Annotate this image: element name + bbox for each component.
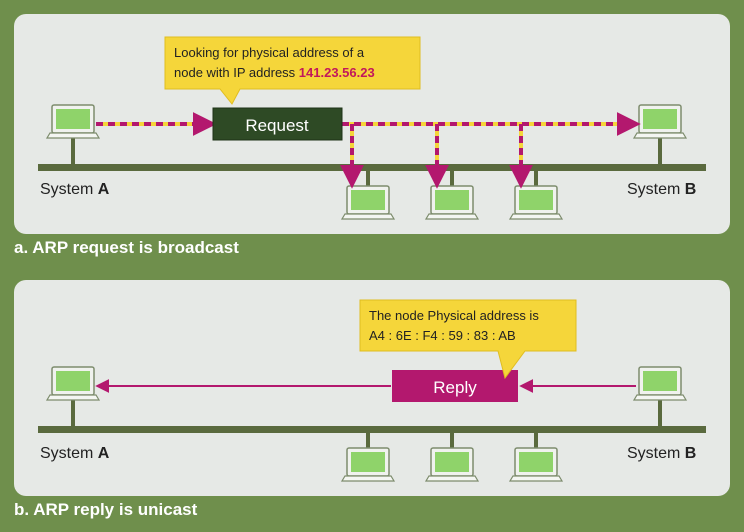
svg-text:A4 : 6E : F4 : 59 : 83 : AB: A4 : 6E : F4 : 59 : 83 : AB (369, 328, 516, 343)
callout-line-1: Looking for physical address of a (174, 45, 365, 60)
system-b-letter: B (685, 445, 697, 462)
panel-b-network: Reply The node Physical address is A4 : … (38, 299, 706, 482)
reply-callout: The node Physical address is A4 : 6E : F… (359, 299, 577, 380)
system-b-label: System (627, 181, 685, 198)
bus-line (38, 164, 706, 171)
system-b-letter: B (685, 181, 697, 198)
svg-text:node with IP address 141.23.56: node with IP address 141.23.56.23 (174, 65, 375, 80)
system-a-computer-icon (46, 366, 100, 401)
callout-line-1: The node Physical address is (369, 308, 539, 323)
system-a-letter: A (98, 445, 110, 462)
node-computer-icon (425, 447, 479, 482)
system-b-computer-icon (633, 366, 687, 401)
bus-line (38, 426, 706, 433)
reply-box (392, 370, 518, 402)
svg-text:System B: System B (627, 181, 696, 198)
system-a-letter: A (98, 181, 110, 198)
callout-line-2: node with IP address (174, 65, 299, 80)
request-label: Request (245, 116, 309, 135)
request-box (212, 107, 343, 141)
svg-text:System A: System A (40, 181, 110, 198)
node-computer-icon (509, 185, 563, 220)
request-callout: Looking for physical address of a node w… (164, 36, 421, 105)
node-computer-icon (341, 447, 395, 482)
reply-label: Reply (433, 378, 477, 397)
panel-a-network: Request Looking for physical address of … (38, 36, 706, 220)
svg-text:Looking for physical address o: Looking for physical address of a (174, 45, 365, 60)
caption-unicast: b. ARP reply is unicast (14, 500, 198, 519)
system-a-label: System (40, 445, 98, 462)
node-computer-icon (425, 185, 479, 220)
svg-text:The node Physical address is: The node Physical address is (369, 308, 539, 323)
node-computer-icon (341, 185, 395, 220)
system-b-label: System (627, 445, 685, 462)
caption-broadcast: a. ARP request is broadcast (14, 238, 239, 257)
node-computer-icon (509, 447, 563, 482)
target-ip-address: 141.23.56.23 (299, 65, 375, 80)
system-a-label: System (40, 181, 98, 198)
svg-text:System A: System A (40, 445, 110, 462)
system-b-computer-icon (633, 104, 687, 139)
broadcast-path (96, 112, 641, 189)
physical-address: A4 : 6E : F4 : 59 : 83 : AB (369, 328, 516, 343)
system-a-computer-icon (46, 104, 100, 139)
svg-text:System B: System B (627, 445, 696, 462)
